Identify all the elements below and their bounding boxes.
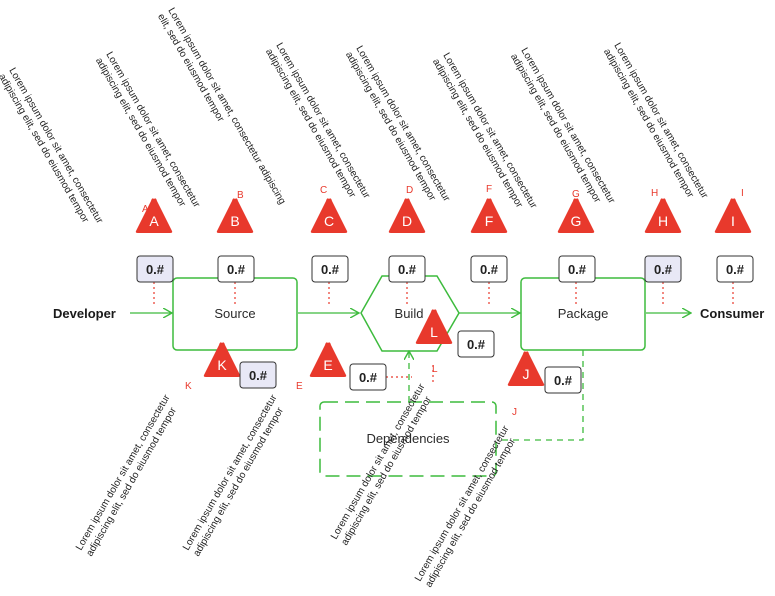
threat-triangle-letter: A [149, 213, 159, 229]
score-value: 0.# [568, 262, 587, 277]
threat-triangle-letter: C [324, 213, 334, 229]
threat-triangle-icon [309, 342, 347, 377]
threat-triangle-letter: F [485, 213, 494, 229]
score-box [457, 330, 495, 358]
score-box [644, 255, 682, 283]
score-value: 0.# [554, 373, 573, 388]
threat-b: B B 0.# Lorem ipsum dolor sit amet, consect… [93, 50, 255, 305]
score-box [136, 255, 174, 283]
threat-triangle-icon [644, 198, 682, 233]
score-box [544, 366, 582, 394]
threat-note-line: adipiscing elit, sed do eiusmod tempor [0, 72, 91, 225]
threat-triangle-icon [415, 309, 453, 344]
score-box [716, 255, 754, 283]
score-box [239, 361, 277, 389]
threat-note-line: elit, sed do eiusmod tempor [155, 12, 226, 124]
threat-triangle-icon [507, 351, 545, 386]
threat-triangle-letter: E [323, 357, 332, 373]
threat-triangle-letter: H [658, 213, 668, 229]
threat-note: Lorem ipsum dolor sit amet, consectetura… [601, 41, 710, 207]
package-label: Package [558, 306, 609, 321]
developer-label: Developer [53, 306, 116, 321]
threat-triangle-icon [714, 198, 752, 233]
threat-g: GG0.#Lorem ipsum dolor sit amet, consect… [430, 51, 596, 305]
threat-tag-letter: B [237, 190, 244, 201]
threat-note-line: adipiscing elit, sed do eiusmod tempor [191, 405, 286, 558]
threat-tag-letter: D [406, 185, 413, 196]
score-value: 0.# [467, 337, 486, 352]
threat-note-line: Lorem ipsum dolor sit amet, consectetur [611, 41, 710, 201]
threat-triangle-icon [203, 342, 241, 377]
threat-triangle-letter: J [523, 366, 530, 382]
threat-note-line: Lorem ipsum dolor sit amet, consectetur [74, 392, 173, 552]
score-box [470, 255, 508, 283]
score-value: 0.# [227, 262, 246, 277]
score-value: 0.# [398, 262, 417, 277]
threat-note: Lorem ipsum dolor sit amet, consectetura… [93, 50, 202, 216]
score-value: 0.# [359, 370, 378, 385]
threat-triangle-letter: G [571, 213, 582, 229]
threat-triangle-letter: I [731, 213, 735, 229]
build-label: Build [395, 306, 424, 321]
source-label: Source [214, 306, 255, 321]
threat-triangle-icon [388, 198, 426, 233]
score-value: 0.# [249, 368, 268, 383]
score-box [311, 255, 349, 283]
dependencies-label: Dependencies [366, 431, 450, 446]
score-box [217, 255, 255, 283]
threat-note-line: Lorem ipsum dolor sit amet, consectetur [518, 46, 617, 206]
consumer-label: Consumer [700, 306, 764, 321]
threat-triangle-letter: D [402, 213, 412, 229]
main-flow: Developer Consumer Source Build Package … [53, 275, 764, 477]
threat-note-line: Lorem ipsum dolor sit amet, consectetur [6, 66, 105, 226]
threat-triangle-icon [216, 198, 254, 233]
threat-triangle-letter: B [230, 213, 239, 229]
score-value: 0.# [146, 262, 165, 277]
threat-note-line: adipiscing elit, sed do eiusmod tempor [84, 405, 179, 558]
threat-note-line: Lorem ipsum dolor sit amet, consectetur [103, 50, 202, 210]
score-box [388, 255, 426, 283]
threat-triangle-letter: L [430, 324, 438, 340]
score-box [558, 255, 596, 283]
threat-triangle-icon [557, 198, 595, 233]
dependencies-box [319, 401, 497, 477]
score-value: 0.# [321, 262, 340, 277]
threat-tag-letter: J [512, 407, 517, 418]
score-box [349, 363, 387, 391]
threat-note-line: adipiscing elit, sed do eiusmod tempor [93, 56, 188, 209]
threat-note-line: adipiscing elit, sed do eiusmod tempor [601, 47, 696, 200]
threat-note-line: adipiscing elit, sed do eiusmod tempor [263, 47, 358, 200]
threat-tag-letter: G [572, 189, 580, 200]
threat-note: Lorem ipsum dolor sit amet, consectetura… [74, 392, 183, 558]
score-value: 0.# [654, 262, 673, 277]
threat-triangle-icon [135, 198, 173, 233]
threat-tag-letter: E [296, 381, 303, 392]
flow-package-dependencies [498, 350, 584, 441]
threat-a: AA 0.# Lorem ipsum dolor sit amet, consect… [0, 66, 174, 305]
threat-tag-letter: C [320, 185, 327, 196]
threat-triangle-icon [470, 198, 508, 233]
threat-triangle-letter: K [217, 357, 227, 373]
threat-tag-letter: H [651, 188, 658, 199]
threat-tag-letter: I [741, 188, 744, 199]
threat-note: Lorem ipsum dolor sit amet, consectetura… [181, 392, 290, 558]
threat-triangle-icon [310, 198, 348, 233]
threat-note-line: Lorem ipsum dolor sit amet, consectetur [181, 392, 280, 552]
threat-tag-letter: L [432, 364, 438, 375]
threat-note: Lorem ipsum dolor sit amet, consectetura… [0, 66, 105, 232]
threat-tag-letter: A [142, 204, 149, 215]
score-value: 0.# [480, 262, 499, 277]
threat-tag-letter: F [486, 184, 492, 195]
threat-tag-letter: K [185, 381, 192, 392]
score-value: 0.# [726, 262, 745, 277]
